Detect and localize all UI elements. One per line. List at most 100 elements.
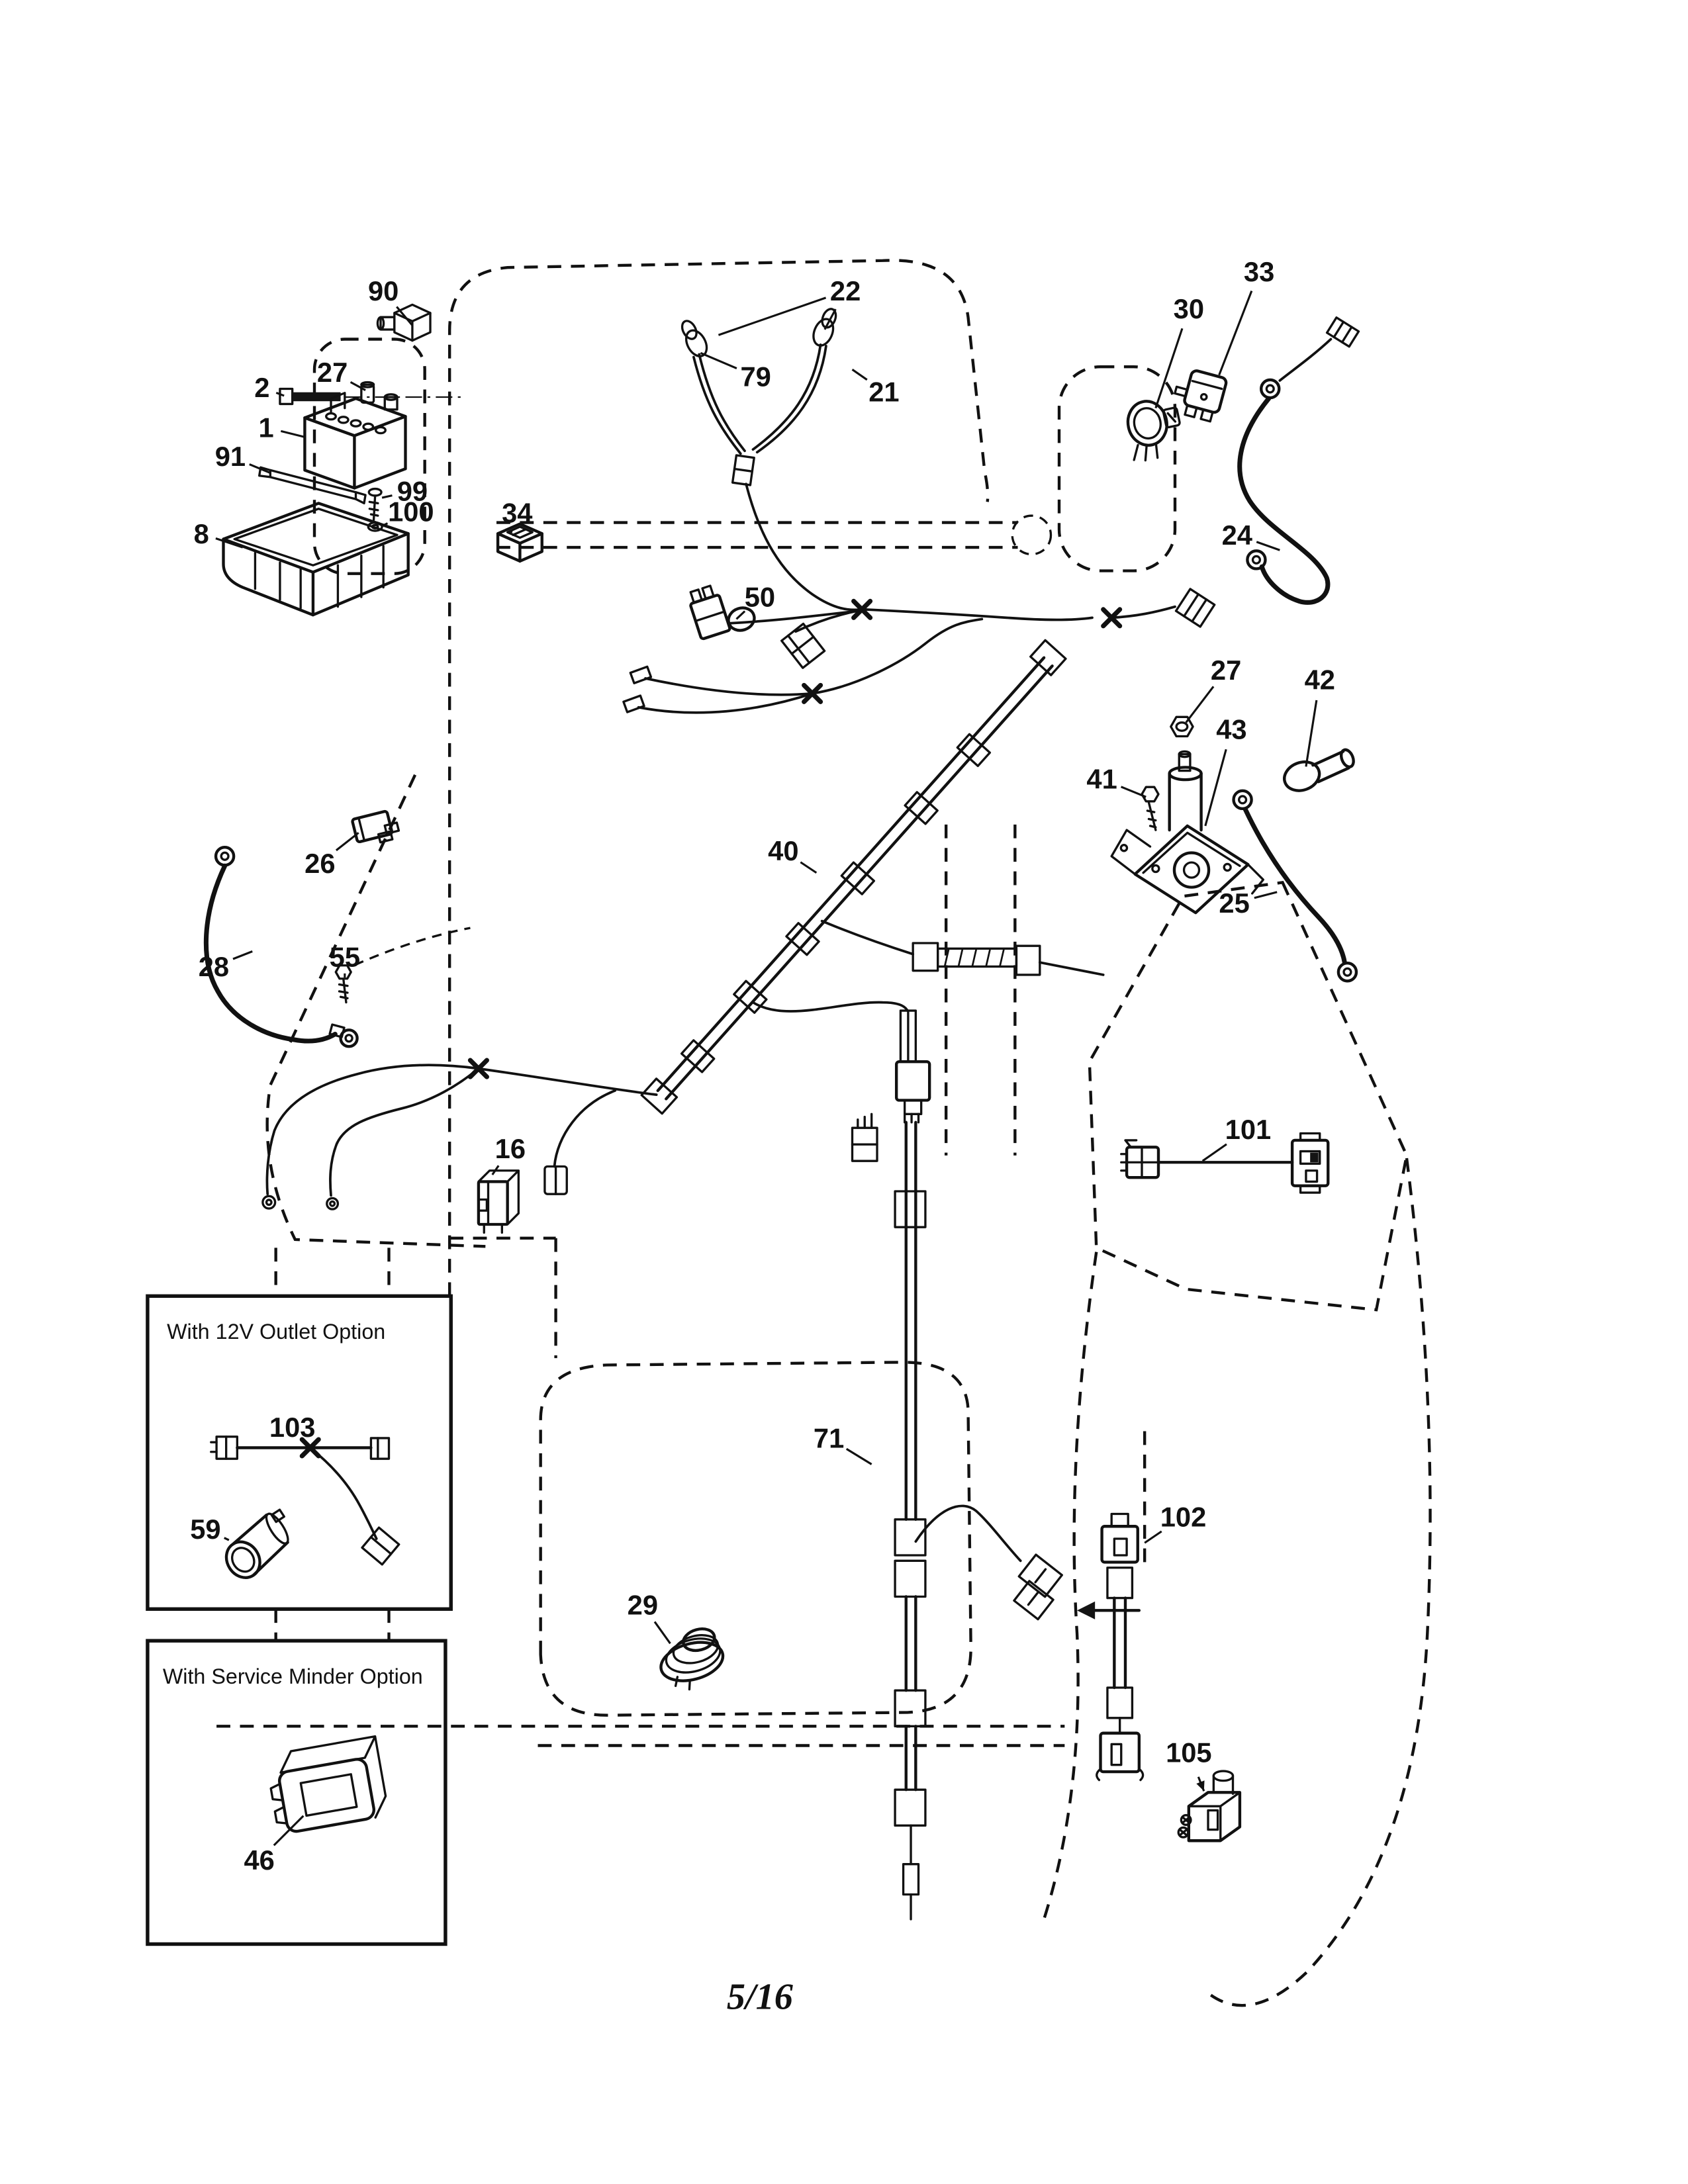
junction-x-mark [299,1437,321,1459]
nut-27 [1170,715,1194,738]
option-box-links [274,1248,391,1641]
callout-leader [718,296,827,336]
ground-screw [334,964,352,1004]
callout-103-outlet-harness: 103 [269,1412,316,1447]
callout-99-screw: 99 [381,475,428,506]
chassis-harness [851,1009,1063,1921]
callout-leader [1144,1530,1162,1544]
callout-55-ground-screw: 55 [330,941,360,978]
switch-50 [689,584,756,641]
callout-number: 16 [495,1133,526,1164]
callout-number: 24 [1222,520,1252,551]
callout-34-rocker-switch: 34 [502,498,532,533]
callout-26-fuse: 26 [305,832,359,879]
callout-number: 71 [814,1423,844,1454]
interlock-switch-16 [477,1169,520,1234]
fuel-solenoid [1177,1770,1242,1843]
callout-leader [249,463,271,475]
callout-number: 1 [258,412,273,443]
callout-number: 55 [330,941,360,972]
callout-79-headlight-harness: 79 [700,351,771,392]
callout-100-washer: 100 [383,496,434,527]
callout-24-battery-cable: 24 [1222,520,1280,551]
callout-leader [381,494,393,499]
callout-1-battery: 1 [258,412,305,443]
callout-number: 102 [1160,1501,1207,1532]
battery-box [222,502,410,617]
callout-43-starter-solenoid: 43 [1204,714,1247,827]
callout-number: 101 [1225,1114,1272,1145]
callout-16-interlock-switch: 16 [491,1133,526,1175]
callout-8-battery-box: 8 [194,518,244,549]
12v-outlet [224,1508,289,1579]
callout-71-chassis-harness: 71 [814,1423,872,1465]
callout-29-grommet-cap: 29 [628,1590,671,1645]
callout-number: 21 [868,376,899,407]
terminal-boot [1283,748,1355,792]
terminal-sleeve-icon [360,381,375,404]
body-outline-right-fender [1088,880,1409,1312]
callout-leader [800,861,818,874]
callout-2-battery-bolt: 2 [254,372,285,403]
battery-cable [1237,316,1360,605]
callout-leader [280,430,305,438]
fuse [351,809,400,844]
callout-leader [396,306,414,326]
callout-50-switch: 50 [735,582,775,620]
callout-number: 33 [1244,256,1274,287]
connector-50-mate [780,622,826,669]
option-box-12v-title: With 12V Outlet Option [167,1320,385,1343]
callout-25-solenoid-cable: 25 [1219,887,1278,919]
callout-number: 28 [199,951,229,982]
callout-102-extension-harness: 102 [1144,1501,1207,1544]
callout-105-fuel-solenoid: 105 [1166,1737,1212,1792]
ignition-switch [1126,400,1181,462]
callout-number: 79 [740,361,771,392]
callout-number: 91 [215,441,246,472]
junction-x-mark [802,682,823,704]
body-outline-battery-area [312,338,426,575]
callout-42-terminal-boot: 42 [1305,664,1335,767]
callout-number: 99 [397,475,428,506]
body-outline-console [265,774,1017,1359]
battery [303,392,407,490]
starter-solenoid [1110,750,1265,915]
solenoid-bolt [1141,786,1160,831]
callout-leader [335,832,359,852]
connector-plug-90 [376,303,432,342]
callout-number: 103 [269,1412,316,1443]
battery-bolt [279,387,461,406]
callout-33-circuit-breaker: 33 [1218,256,1274,376]
option-box-12v-outlet: With 12V Outlet Option [146,1294,453,1611]
callout-leader [653,1621,671,1645]
callout-number: 25 [1219,887,1249,919]
junction-marks [299,598,1123,1459]
callout-leader [232,950,253,960]
callout-leader [275,392,285,397]
callout-46-service-minder-module: 46 [244,1815,305,1876]
service-minder-module [269,1735,387,1833]
callout-number: 22 [830,275,861,306]
callout-21-headlight-wires: 21 [851,369,900,407]
callout-number: 30 [1174,293,1204,324]
callout-leader [1204,749,1227,827]
callout-91-battery-hold-down: 91 [215,441,271,475]
callout-30-ignition-switch: 30 [1154,293,1204,409]
callout-leader [350,381,366,391]
callout-number: 8 [194,518,209,549]
callout-number: 27 [317,357,348,388]
callout-number: 100 [388,496,434,527]
option-box-service-minder: With Service Minder Option [146,1639,447,1946]
headlight-harness [680,308,837,486]
body-outline-ignition-area [1057,365,1177,572]
connector-16-mate [543,1089,617,1195]
callout-101-jumper-harness: 101 [1201,1114,1272,1162]
body-outline-hood [447,259,990,1297]
callout-28-ground-cable: 28 [199,950,253,982]
callout-number: 90 [368,275,399,306]
option-box-service-title: With Service Minder Option [163,1664,423,1688]
callout-leader [224,1537,230,1541]
main-harness [640,639,1067,1115]
callout-number: 2 [254,372,269,403]
callout-number: 42 [1305,664,1335,696]
